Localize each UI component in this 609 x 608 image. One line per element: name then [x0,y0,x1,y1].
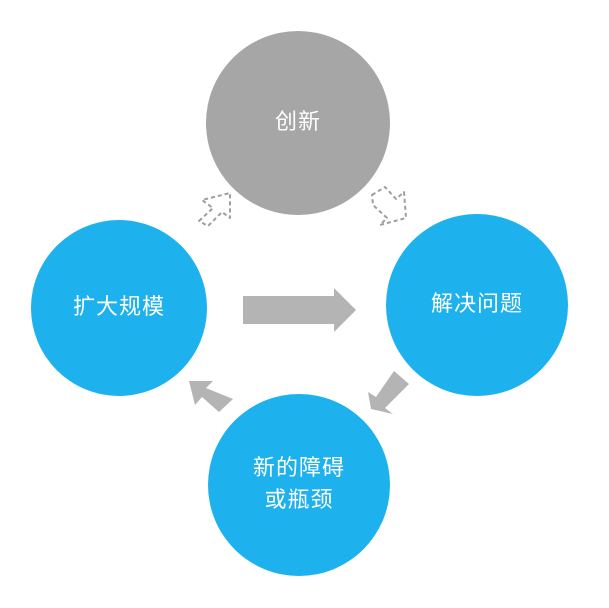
node-solve-problem: 解决问题 [386,214,568,396]
node-scale-up-label: 扩大规模 [72,295,165,321]
node-new-obstacle: 新的障碍 或瓶颈 [208,394,390,576]
arrow-innovation-to-solve [371,186,407,226]
arrow-scale-to-solve [243,288,356,332]
node-new-obstacle-label: 新的障碍 或瓶颈 [252,456,345,513]
arrow-obstacle-to-scale [189,381,233,412]
node-innovation-label: 创新 [274,110,321,136]
node-solve-problem-label: 解决问题 [430,292,523,318]
node-innovation: 创新 [206,31,390,215]
node-scale-up: 扩大规模 [31,220,207,396]
arrow-scale-to-innovation [198,192,231,227]
arrow-solve-to-obstacle [368,371,409,414]
